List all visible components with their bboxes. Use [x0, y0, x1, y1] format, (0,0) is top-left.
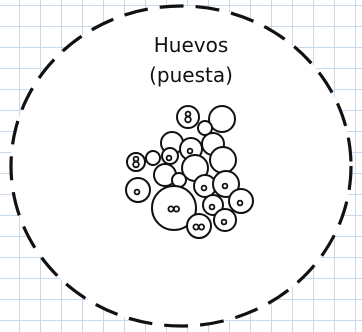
- egg: [145, 150, 161, 166]
- egg: [208, 105, 236, 133]
- egg-embryo: [172, 205, 180, 213]
- egg: [186, 213, 212, 239]
- egg-shell: [145, 150, 161, 166]
- egg-cluster: [125, 105, 254, 239]
- egg-embryo: [132, 160, 140, 169]
- egg-shell: [171, 172, 187, 188]
- egg: [171, 172, 187, 188]
- egg-embryo: [197, 223, 205, 231]
- label-line-2: (puesta): [149, 63, 233, 87]
- egg-embryo: [221, 182, 229, 190]
- label-line-1: Huevos: [154, 33, 229, 57]
- egg-embryo: [220, 218, 228, 226]
- egg-embryo: [200, 184, 208, 192]
- egg-embryo: [184, 110, 192, 118]
- egg-embryo: [192, 223, 200, 231]
- egg-embryo: [208, 203, 216, 211]
- egg: [209, 146, 237, 174]
- egg: [161, 147, 179, 165]
- egg-shell: [208, 105, 236, 133]
- egg: [125, 177, 151, 203]
- egg: [176, 105, 200, 129]
- egg-embryo: [165, 154, 173, 162]
- egg-embryo: [133, 188, 141, 196]
- egg: [212, 170, 240, 198]
- egg: [213, 208, 237, 232]
- egg: [151, 185, 197, 231]
- egg-embryo: [184, 115, 192, 124]
- egg: [202, 194, 224, 216]
- egg-shell: [209, 146, 237, 174]
- egg: [228, 188, 254, 214]
- egg-embryo: [167, 205, 175, 213]
- egg: [126, 152, 146, 172]
- dashed-boundary-oval: [9, 4, 353, 328]
- egg-embryo: [236, 199, 244, 207]
- egg-shell: [197, 120, 213, 136]
- egg-embryo: [132, 155, 140, 163]
- egg-embryo: [186, 147, 194, 155]
- egg: [197, 120, 213, 136]
